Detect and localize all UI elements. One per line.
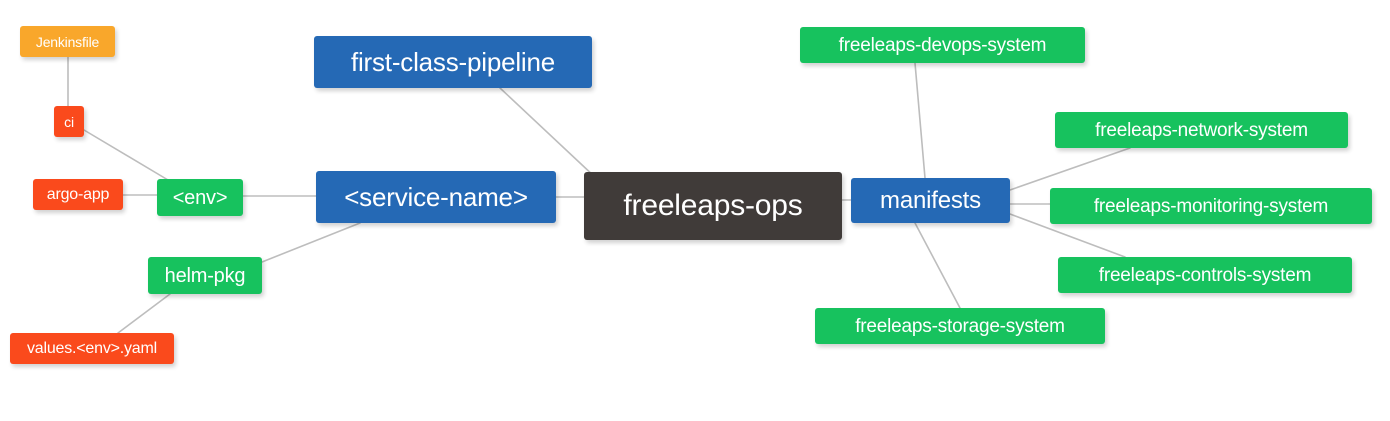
edge-manifests-to-freeleaps-network-system [1009, 147, 1131, 191]
edge-service-name-to-helm-pkg [261, 222, 361, 263]
node-label: freeleaps-monitoring-system [1093, 195, 1329, 217]
node-label: manifests [880, 186, 981, 214]
node-values-env-yaml[interactable]: values.<env>.yaml [10, 333, 174, 364]
node-label: ci [64, 113, 74, 130]
node-label: freeleaps-ops [623, 189, 803, 222]
edge-manifests-to-freeleaps-storage-system [914, 222, 961, 309]
node-freeleaps-ops[interactable]: freeleaps-ops [584, 172, 842, 240]
node-helm-pkg[interactable]: helm-pkg [148, 257, 262, 294]
node-label: freeleaps-devops-system [838, 34, 1047, 56]
node-label: freeleaps-storage-system [855, 315, 1065, 337]
edge-freeleaps-ops-to-first-class-pipeline [499, 87, 597, 179]
node-label: helm-pkg [164, 264, 246, 287]
node-env[interactable]: <env> [157, 179, 243, 216]
node-freeleaps-controls-system[interactable]: freeleaps-controls-system [1058, 257, 1352, 293]
node-label: <env> [172, 186, 228, 209]
edge-helm-pkg-to-values-env-yaml [117, 293, 171, 334]
edge-manifests-to-freeleaps-controls-system [1009, 213, 1126, 258]
node-argo-app[interactable]: argo-app [33, 179, 123, 210]
node-label: Jenkinsfile [35, 33, 100, 50]
node-service-name[interactable]: <service-name> [316, 171, 556, 223]
node-label: <service-name> [344, 182, 528, 212]
node-freeleaps-devops-system[interactable]: freeleaps-devops-system [800, 27, 1085, 63]
node-freeleaps-monitoring-system[interactable]: freeleaps-monitoring-system [1050, 188, 1372, 224]
edge-env-to-ci [83, 129, 169, 181]
node-label: first-class-pipeline [350, 47, 556, 77]
node-first-class-pipeline[interactable]: first-class-pipeline [314, 36, 592, 88]
node-ci[interactable]: ci [54, 106, 84, 137]
node-label: values.<env>.yaml [26, 339, 157, 357]
node-jenkinsfile[interactable]: Jenkinsfile [20, 26, 115, 57]
node-label: freeleaps-network-system [1095, 119, 1308, 141]
node-freeleaps-network-system[interactable]: freeleaps-network-system [1055, 112, 1348, 148]
node-label: freeleaps-controls-system [1098, 264, 1312, 286]
node-manifests[interactable]: manifests [851, 178, 1010, 223]
node-label: argo-app [46, 185, 110, 203]
edge-manifests-to-freeleaps-devops-system [914, 62, 926, 179]
node-freeleaps-storage-system[interactable]: freeleaps-storage-system [815, 308, 1105, 344]
